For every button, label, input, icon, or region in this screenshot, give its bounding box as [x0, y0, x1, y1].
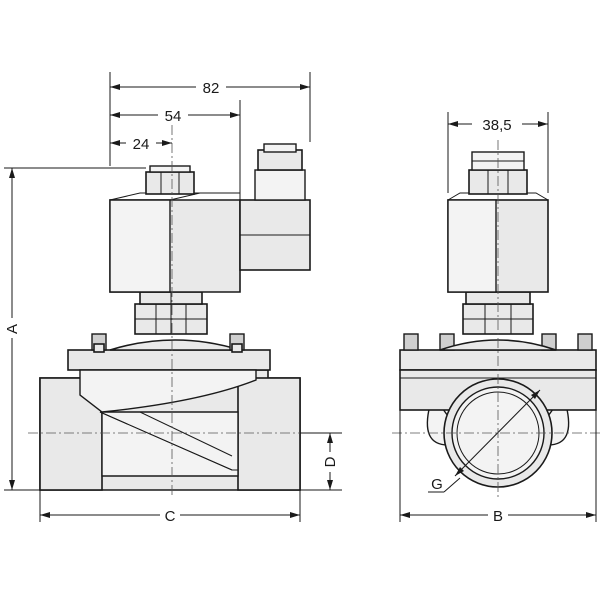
dimension-A-label: A	[4, 324, 21, 334]
dimension-24: 24	[110, 133, 172, 153]
dimension-82-label: 82	[203, 80, 220, 97]
dimension-38-5: 38,5	[447, 112, 549, 193]
front-view: 38,5 B G	[392, 112, 600, 525]
dimension-D-label: D	[322, 456, 339, 467]
dimension-C: C	[39, 490, 301, 525]
side-view: 82 54 24 A	[4, 72, 342, 525]
dimension-54: 54	[110, 100, 241, 193]
dimension-C-label: C	[165, 508, 176, 525]
dimension-B: B	[399, 410, 597, 525]
dimension-G-label: G	[431, 476, 443, 493]
dimension-24-label: 24	[133, 136, 150, 153]
dimension-54-label: 54	[165, 108, 182, 125]
dimension-A: A	[4, 167, 146, 491]
dimension-B-label: B	[493, 508, 503, 525]
dimension-82: 82	[109, 72, 311, 166]
side-flange	[67, 333, 271, 413]
dimension-38-5-label: 38,5	[482, 117, 511, 134]
dimension-D: D	[300, 432, 342, 491]
side-top-nut	[145, 165, 195, 195]
side-stem	[134, 291, 208, 335]
side-connector	[239, 143, 311, 271]
side-coil	[109, 192, 241, 293]
dimension-G: G	[428, 476, 461, 493]
